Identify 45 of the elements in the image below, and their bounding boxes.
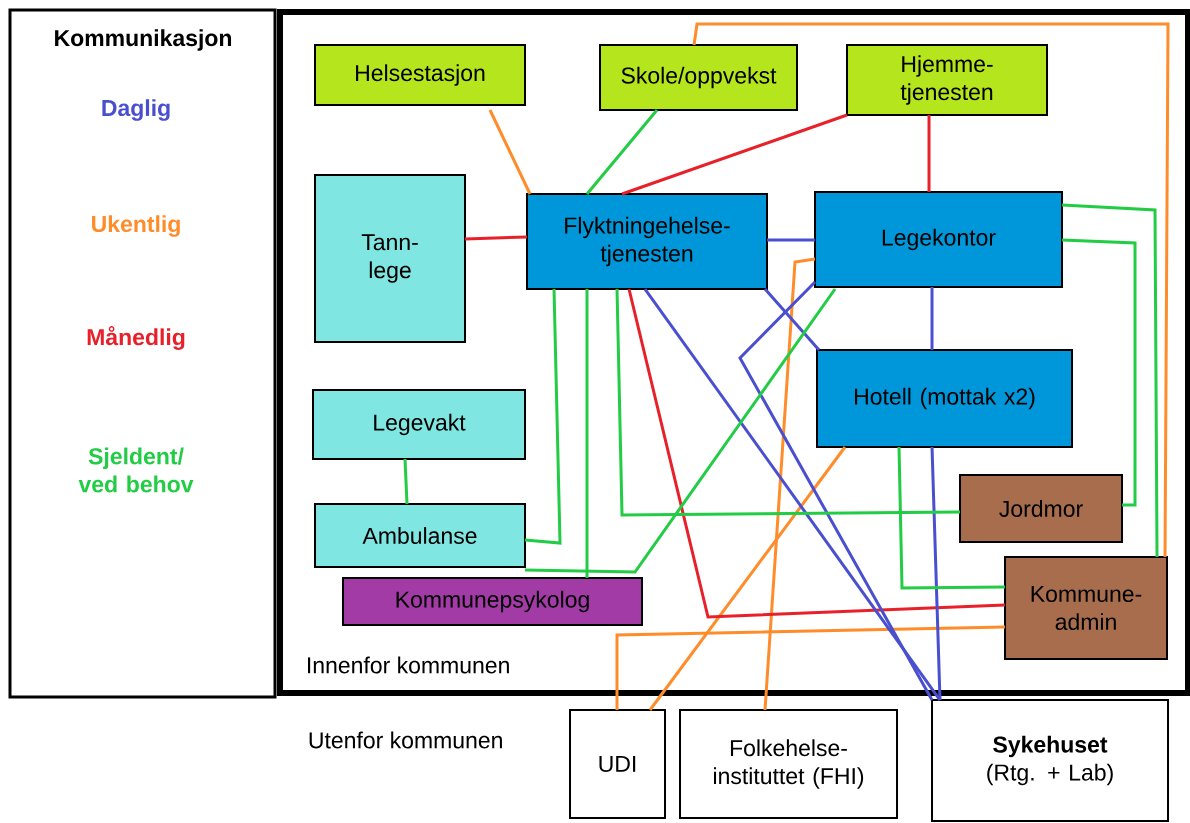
legend-title: Kommunikasjon xyxy=(55,29,232,51)
connector-line xyxy=(930,287,934,350)
legend-entry: Månedlig xyxy=(87,326,185,350)
connector-line xyxy=(897,446,1006,590)
service-box: Kommunepsykolog xyxy=(342,577,643,626)
service-box: Hjemme- tjenesten xyxy=(846,44,1048,116)
service-box: Flyktningehelse- tjenesten xyxy=(526,193,768,290)
service-box: Legekontor xyxy=(814,191,1063,288)
connector-line xyxy=(763,257,816,711)
connector-line xyxy=(621,113,848,196)
connector-line xyxy=(1061,238,1137,507)
connector-line xyxy=(615,288,961,517)
connector-line xyxy=(767,238,815,242)
connector-line xyxy=(585,109,659,195)
connector-line xyxy=(615,625,1006,710)
connector-line xyxy=(403,458,409,505)
connector-line xyxy=(738,280,934,701)
region-label: Utenfor kommunen xyxy=(309,731,502,749)
external-box: Sykehuset (Rtg. + Lab) xyxy=(931,699,1169,822)
connector-line xyxy=(763,288,821,351)
external-box: UDI xyxy=(569,709,666,819)
legend-entry: Ukentlig xyxy=(92,215,180,237)
connector-line xyxy=(692,22,1170,557)
external-box: Folkehelse- instituttet (FHI) xyxy=(679,709,898,819)
service-box: Jordmor xyxy=(959,474,1123,543)
service-box: Kommune- admin xyxy=(1004,556,1168,660)
connector-line xyxy=(464,235,528,241)
connector-line xyxy=(930,446,942,701)
service-box: Legevakt xyxy=(312,389,526,460)
connector-line xyxy=(1061,203,1159,557)
connector-line xyxy=(525,288,837,574)
connector-line xyxy=(627,288,1006,619)
service-box: Skole/oppvekst xyxy=(599,44,798,111)
connector-line xyxy=(927,115,931,192)
connector-line xyxy=(488,109,532,195)
service-box: Tann- lege xyxy=(314,174,466,343)
connector-line xyxy=(524,288,562,545)
legend-entry: Daglig xyxy=(102,99,170,121)
connector-line xyxy=(585,289,589,578)
service-box: Ambulanse xyxy=(314,503,526,568)
service-box: Helsestasjon xyxy=(314,44,526,106)
service-box: Hotell (mottak x2) xyxy=(816,349,1073,448)
connector-line xyxy=(643,288,942,701)
connector-line xyxy=(648,446,847,711)
legend-entry: Sjeldent/ ved behov xyxy=(78,447,194,493)
